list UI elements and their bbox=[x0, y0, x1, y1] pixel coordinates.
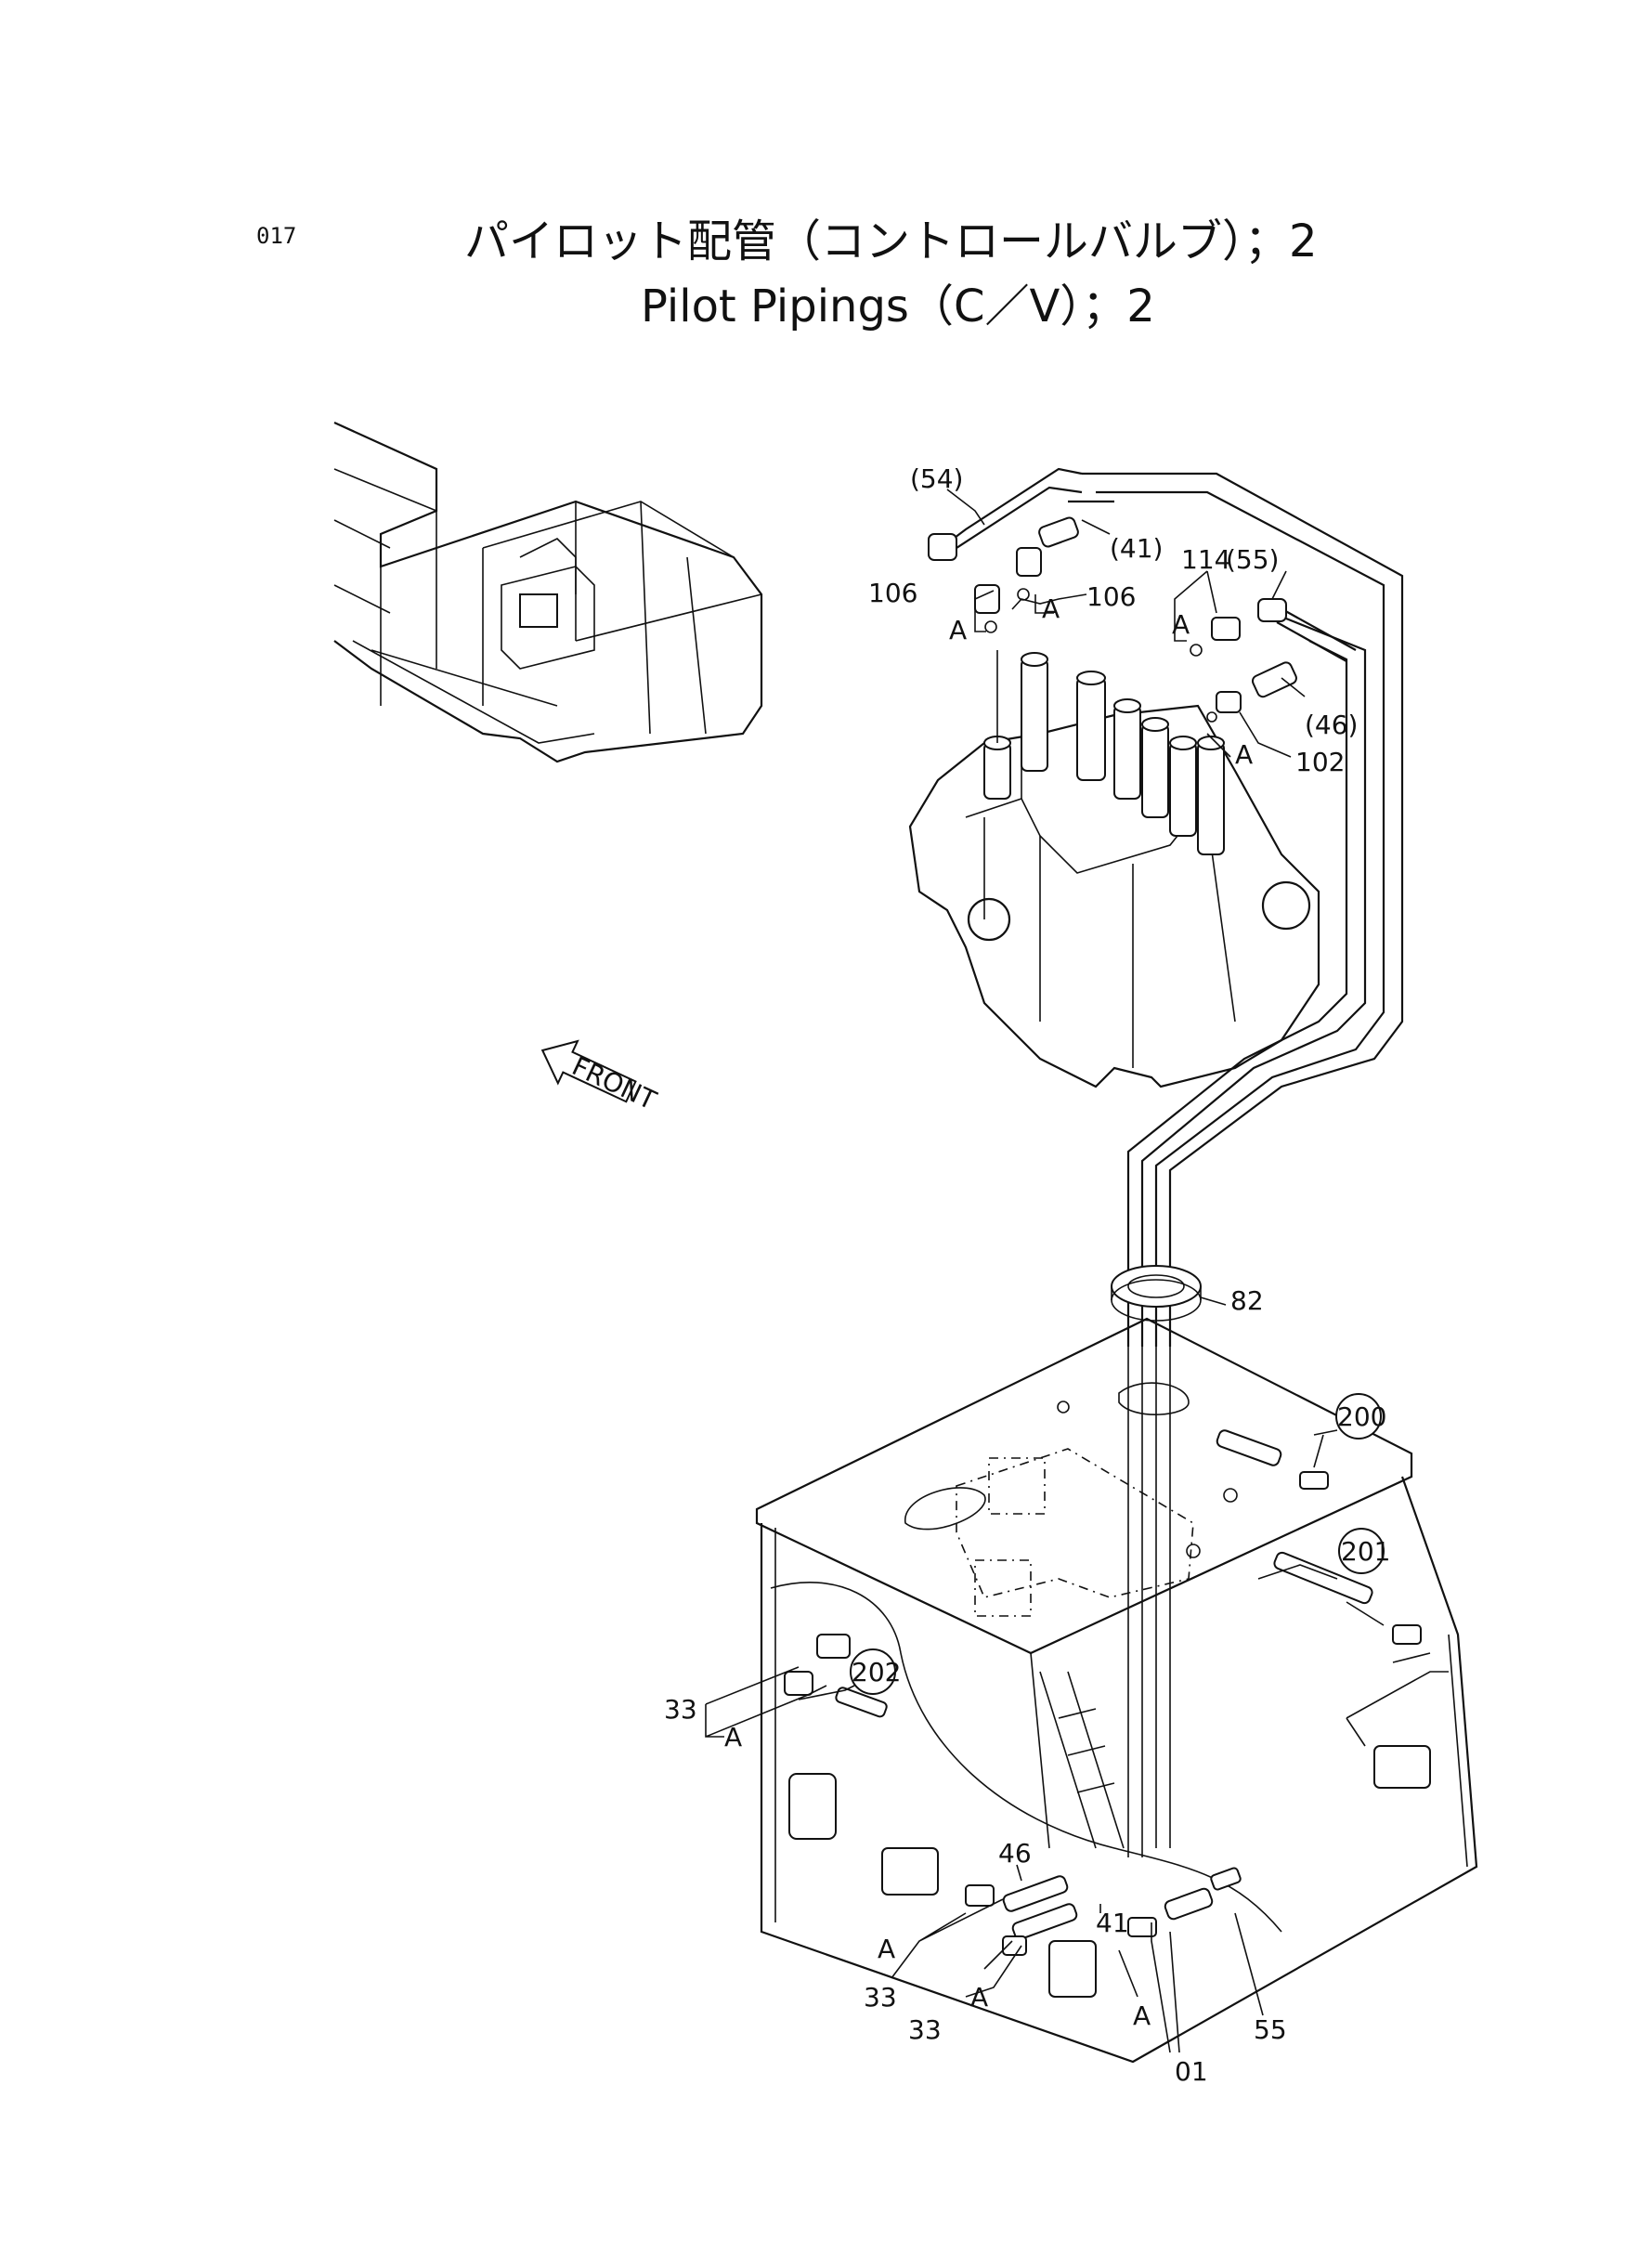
callout-46-top: (46) bbox=[1305, 710, 1358, 740]
front-label: FRONT bbox=[567, 1050, 661, 1116]
control-valve bbox=[908, 650, 1320, 1088]
callout-41-bottom: 41 bbox=[1096, 1908, 1129, 1938]
callout-202: 202 bbox=[852, 1657, 901, 1687]
callout-201: 201 bbox=[1341, 1536, 1390, 1567]
callout-33-left: 33 bbox=[664, 1694, 697, 1725]
title-english: Pilot Pipings（C／V）；2 bbox=[641, 280, 1155, 332]
callout-33-mid: 33 bbox=[864, 1982, 897, 2013]
cab-base bbox=[755, 1317, 1478, 2064]
callout-A-6: A bbox=[878, 1934, 895, 1964]
callout-A-2: A bbox=[1042, 593, 1060, 624]
front-arrow-icon: FRONT bbox=[540, 1039, 661, 1116]
callout-A-4: A bbox=[1235, 739, 1253, 770]
callout-106-right: 106 bbox=[1086, 581, 1136, 612]
page-number: 017 bbox=[256, 223, 297, 249]
callout-A-7: A bbox=[970, 1982, 988, 2013]
grommet bbox=[1111, 1265, 1202, 1322]
callout-01: 01 bbox=[1175, 2056, 1208, 2087]
callout-200: 200 bbox=[1337, 1401, 1386, 1432]
callout-106-left: 106 bbox=[868, 578, 917, 608]
callout-A-5: A bbox=[724, 1722, 742, 1752]
callout-55-top: (55) bbox=[1226, 544, 1279, 575]
leader-lines bbox=[705, 489, 1431, 2053]
callout-102: 102 bbox=[1295, 747, 1345, 777]
callout-41: (41) bbox=[1110, 533, 1163, 564]
callout-A-8: A bbox=[1133, 2000, 1151, 2031]
callout-55-bottom: 55 bbox=[1254, 2014, 1287, 2045]
callout-114: 114 bbox=[1181, 544, 1230, 575]
machine-overview bbox=[333, 421, 763, 763]
callout-A-1: A bbox=[949, 615, 967, 645]
callout-46-bottom: 46 bbox=[998, 1838, 1032, 1869]
callout-33-low: 33 bbox=[908, 2014, 942, 2045]
callout-82: 82 bbox=[1230, 1285, 1264, 1316]
title-japanese: パイロット配管（コントロールバルブ）；2 bbox=[464, 215, 1318, 267]
callout-labels: (54) (41) 114 (55) 106 106 A A A (46) A … bbox=[664, 463, 1390, 2087]
callout-A-3: A bbox=[1172, 609, 1190, 640]
pilot-pipes bbox=[928, 467, 1404, 1857]
callout-54: (54) bbox=[910, 463, 963, 494]
